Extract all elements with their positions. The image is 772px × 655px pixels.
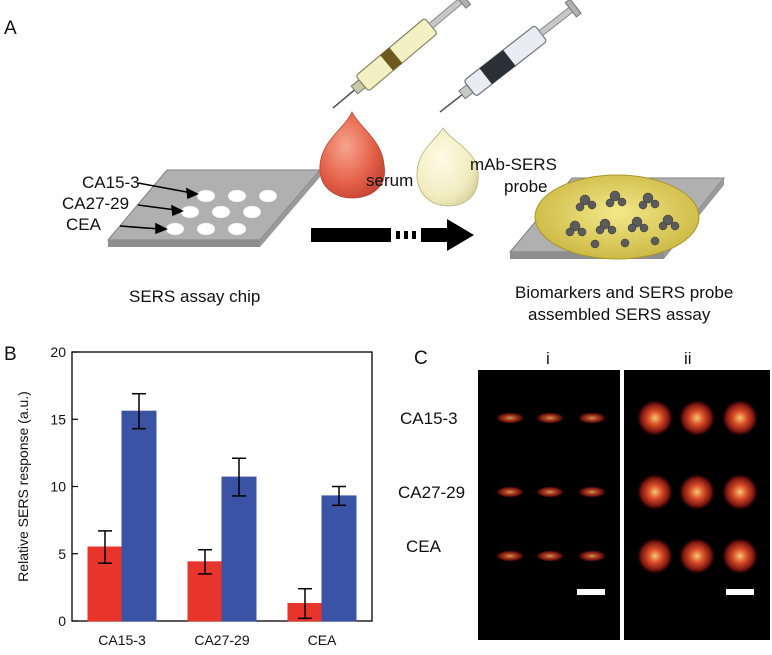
marker-label-ca27-29: CA27-29 [62,194,129,213]
scale-bar [577,589,605,595]
y-tick-label: 20 [50,344,66,360]
x-tick-label: CEA [308,632,337,648]
subpanel-ii-label: ii [684,349,692,368]
sers-spot [678,473,716,511]
sers-spot [535,412,565,424]
marker-label-ca15-3: CA15-3 [82,173,140,192]
sers-spot [495,550,525,562]
sers-spot [678,399,716,437]
sers-spot [495,486,525,498]
y-tick-label: 0 [58,613,66,629]
probe-clusters [565,190,680,249]
subpanel-i-label: i [546,349,550,368]
sers-spot [577,486,607,498]
sers-spot [495,412,525,424]
bar [221,476,257,622]
bar [321,495,357,622]
scale-bar [726,589,754,595]
panel-c-letter: C [414,348,428,369]
row-label-cea: CEA [406,537,442,556]
sers-spot [636,473,674,511]
row-label-ca27-29: CA27-29 [398,483,465,502]
panel-b-letter: B [4,344,17,365]
sers-spot [636,399,674,437]
sers-spot [577,412,607,424]
process-arrow [311,219,474,251]
y-tick-label: 5 [58,546,66,562]
sers-spot [678,537,716,575]
probe-drop-icon [416,127,479,207]
probe-label-line-1: mAb-SERS [470,155,557,174]
result-caption-line-2: assembled SERS assay [528,305,711,324]
chip-caption: SERS assay chip [129,287,260,306]
assembled-assay-chip [508,174,726,260]
marker-arrows [119,182,199,235]
sers-spot [636,537,674,575]
sers-spot [721,473,759,511]
sers-image-i [478,370,620,640]
x-tick-label: CA15-3 [98,632,146,648]
row-label-ca15-3: CA15-3 [400,409,458,428]
sers-assay-chip [106,169,322,247]
y-axis-label: Relative SERS response (a.u.) [15,391,31,582]
marker-label-cea: CEA [66,215,102,234]
serum-label: serum [366,171,413,190]
sers-spot [721,399,759,437]
probe-label-line-2: probe [504,177,547,196]
bar [121,410,157,622]
serum-drop-icon [319,111,385,199]
sers-spot [721,537,759,575]
sers-spot [577,550,607,562]
chip-wells [165,189,278,236]
x-tick-label: CA27-29 [194,632,249,648]
sers-image-ii [624,370,770,640]
syringe-icon [332,0,472,109]
syringe-icon [439,0,582,113]
y-tick-label: 15 [50,411,66,427]
sers-spot [535,550,565,562]
sers-spot [535,486,565,498]
panel-a-letter: A [4,18,17,39]
y-tick-label: 10 [50,479,66,495]
result-caption-line-1: Biomarkers and SERS probe [515,283,733,302]
